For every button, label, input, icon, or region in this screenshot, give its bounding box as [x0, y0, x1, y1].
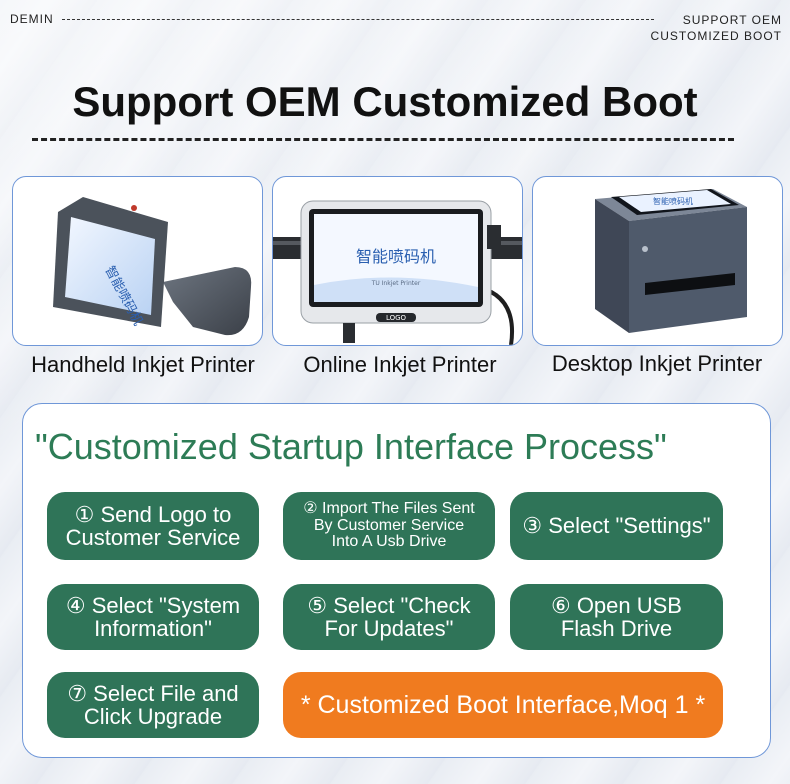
online-screen-subtext: TU Inkjet Printer — [371, 280, 421, 287]
step-6-label: ⑥ Open USB Flash Drive — [550, 592, 682, 641]
moq-highlight-banner: * Customized Boot Interface,Moq 1 * — [283, 672, 723, 738]
step-2-import-files: ② Import The Files Sent By Customer Serv… — [283, 492, 495, 560]
step-2-label: ② Import The Files Sent By Customer Serv… — [303, 499, 475, 551]
online-bezel-logo: LOGO — [386, 314, 407, 322]
moq-highlight-text: * Customized Boot Interface,Moq 1 * — [300, 690, 706, 719]
step-6-open-usb: ⑥ Open USB Flash Drive — [510, 584, 723, 650]
top-right-caption: SUPPORT OEM CUSTOMIZED BOOT — [651, 12, 782, 44]
step-4-system-information: ④ Select "System Information" — [47, 584, 259, 650]
product-label-desktop: Desktop Inkjet Printer — [551, 351, 763, 376]
product-card-handheld: 智能喷码机 — [12, 176, 263, 346]
step-3-label: ③ Select "Settings" — [522, 513, 711, 539]
step-5-label: ⑤ Select "Check For Updates" — [307, 592, 471, 641]
handheld-printer-image: 智能喷码机 — [53, 197, 252, 336]
step-4-label: ④ Select "System Information" — [65, 592, 241, 641]
hero-dashed-rule — [32, 138, 734, 141]
process-panel: "Customized Startup Interface Process" ①… — [22, 403, 771, 758]
step-7-label: ⑦ Select File and Click Upgrade — [67, 680, 239, 729]
product-card-desktop: 智能喷码机 — [532, 176, 783, 346]
top-dashed-divider — [62, 19, 654, 20]
process-title: "Customized Startup Interface Process" — [35, 426, 667, 467]
top-right-line-1: SUPPORT OEM — [682, 13, 782, 27]
online-printer-image: 智能喷码机 TU Inkjet Printer LOGO — [273, 200, 522, 345]
step-3-select-settings: ③ Select "Settings" — [510, 492, 723, 560]
step-1-label: ① Send Logo to Customer Service — [65, 501, 241, 550]
brand-name: DEMIN — [10, 12, 54, 26]
step-1-send-logo: ① Send Logo to Customer Service — [47, 492, 259, 560]
top-right-line-2: CUSTOMIZED BOOT — [650, 29, 782, 43]
hero-title: Support OEM Customized Boot — [72, 78, 698, 125]
top-bar: DEMIN SUPPORT OEM CUSTOMIZED BOOT — [10, 12, 782, 48]
desktop-printer-image: 智能喷码机 — [595, 189, 747, 333]
online-screen-text: 智能喷码机 — [356, 247, 436, 266]
product-label-online: Online Inkjet Printer — [303, 352, 497, 377]
step-5-check-updates: ⑤ Select "Check For Updates" — [283, 584, 495, 650]
product-label-handheld: Handheld Inkjet Printer — [31, 352, 255, 377]
desktop-screen-text: 智能喷码机 — [653, 196, 693, 206]
product-card-online: 智能喷码机 TU Inkjet Printer LOGO — [272, 176, 523, 346]
step-7-select-file: ⑦ Select File and Click Upgrade — [47, 672, 259, 738]
